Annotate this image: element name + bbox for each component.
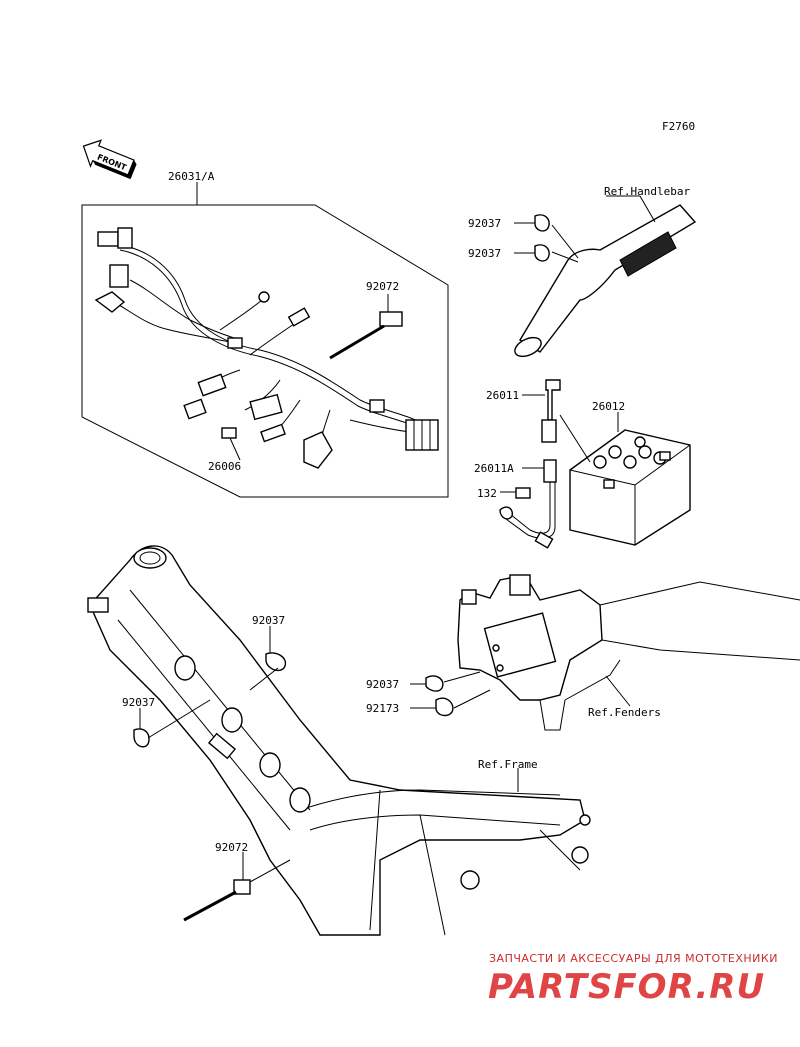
label-clamp-fender: 92037 [366,678,399,691]
label-clamp-frame-2: 92037 [122,696,155,709]
watermark: ЗАПЧАСТИ И АКСЕССУАРЫ ДЛЯ МОТОТЕХНИКИ PA… [488,952,778,1007]
battery-leads: 26011 26011A 132 [474,379,591,549]
figure-code: F2760 [662,120,695,133]
label-bolt: 132 [477,487,497,500]
watermark-tagline: ЗАПЧАСТИ И АКСЕССУАРЫ ДЛЯ МОТОТЕХНИКИ [489,952,778,965]
label-harness: 26031/A [168,170,215,183]
label-ref-handlebar: Ref.Handlebar [604,185,690,198]
watermark-brand: PARTSFOR.RU [488,967,765,1007]
label-clamp-top-1: 92037 [468,217,501,230]
handlebar: Ref.Handlebar [514,185,697,358]
label-band-top: 92072 [366,280,399,293]
label-lead-neg: 26011A [474,462,514,475]
band-bottom: 92072 [183,841,291,922]
frame: Ref.Frame [87,545,591,936]
label-clamp-frame-1: 92037 [252,614,285,627]
harness-box: 26031/A [81,170,449,498]
label-connector: 26006 [208,460,241,473]
clamps-top: 92037 92037 [468,214,579,263]
label-lead-pos: 26011 [486,389,519,402]
fender-bracket: Ref.Fenders [457,574,800,731]
label-ref-fenders: Ref.Fenders [588,706,661,719]
battery: 26012 [569,400,691,546]
fender-clamps: 92037 92173 [366,671,491,717]
label-battery: 26012 [592,400,625,413]
band-top: 92072 [329,280,403,360]
label-ref-frame: Ref.Frame [478,758,538,771]
wiring-harness: 26006 [94,227,439,473]
front-arrow-icon: FRONT [82,139,137,180]
label-clamp-top-2: 92037 [468,247,501,260]
frame-clamps: 92037 92037 [122,614,287,748]
label-band-bottom: 92072 [215,841,248,854]
label-clip-fender: 92173 [366,702,399,715]
